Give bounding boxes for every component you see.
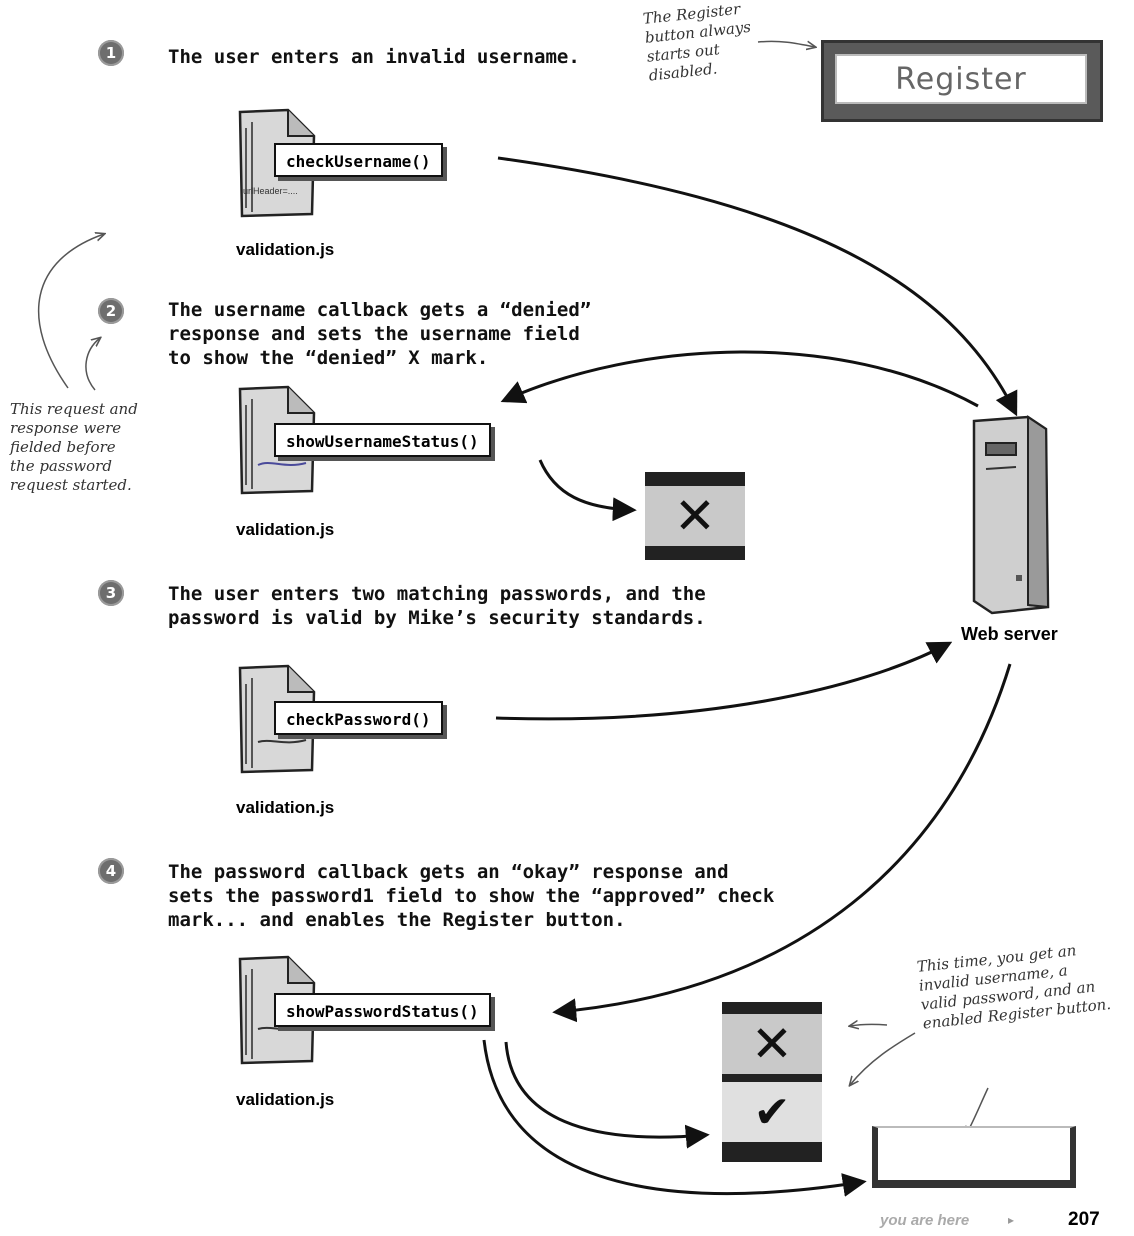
- file-label-3: validation.js: [236, 798, 335, 817]
- x-icon: ✕: [674, 487, 716, 545]
- file-scribble: urlHeader=....: [243, 186, 298, 196]
- footer-you-are-here: you are here: [880, 1212, 970, 1229]
- arrow-note-request-up-2: [85, 338, 100, 391]
- arrow-note-request-up: [37, 234, 104, 389]
- step-badge-1: 1: [98, 40, 124, 66]
- file-label-2: validation.js: [236, 520, 335, 539]
- check-icon: ✔: [753, 1086, 791, 1138]
- arrow-note-register: [757, 41, 815, 47]
- register-button-disabled: Register: [821, 40, 1103, 122]
- function-check-password: checkPassword(): [274, 701, 443, 735]
- function-show-username-status: showUsernameStatus(): [274, 423, 491, 457]
- step-text-3: The user enters two matching passwords, …: [168, 583, 706, 629]
- page-number: 207: [1068, 1209, 1100, 1230]
- step-badge-3: 3: [98, 580, 124, 606]
- x-icon: ✕: [751, 1015, 793, 1073]
- file-label-4: validation.js: [236, 1090, 335, 1109]
- server-icon: [972, 415, 1050, 615]
- arrow-show-password-to-check: [504, 1041, 710, 1149]
- arrow-check-password-to-server: [495, 641, 953, 721]
- step-text-2: The username callback gets a “denied” re…: [168, 299, 592, 369]
- final-username-status: ✕ ✔: [722, 1002, 822, 1162]
- arrow-note-result-check: [850, 1032, 916, 1085]
- web-server-label: Web server: [961, 624, 1058, 644]
- step-badge-2: 2: [98, 298, 124, 324]
- username-denied-status: ✕: [645, 472, 745, 560]
- step-text-4: The password callback gets an “okay” res…: [168, 861, 775, 931]
- final-password-status: ✔: [722, 1082, 822, 1142]
- arrow-note-result-x: [850, 1024, 888, 1026]
- function-show-password-status: showPasswordStatus(): [274, 993, 491, 1027]
- note-request-fielded: This request and response were fielded b…: [10, 400, 138, 494]
- arrow-server-to-show-password: [552, 663, 1012, 1023]
- function-check-username: checkUsername(): [274, 143, 443, 177]
- register-button-enabled: [872, 1126, 1076, 1188]
- arrow-server-to-show-username: [500, 350, 979, 408]
- arrow-show-password-to-register: [482, 1039, 867, 1197]
- step-badge-4: 4: [98, 858, 124, 884]
- note-register-disabled: The Register button always starts out di…: [642, 0, 752, 85]
- arrow-show-username-to-x: [538, 459, 637, 522]
- register-button-label: Register: [835, 54, 1087, 104]
- footer-arrow-icon: ▸: [1008, 1213, 1015, 1227]
- file-label-1: validation.js: [236, 240, 335, 259]
- step-text-1: The user enters an invalid username.: [168, 46, 580, 68]
- arrow-check-username-to-server: [497, 156, 1018, 417]
